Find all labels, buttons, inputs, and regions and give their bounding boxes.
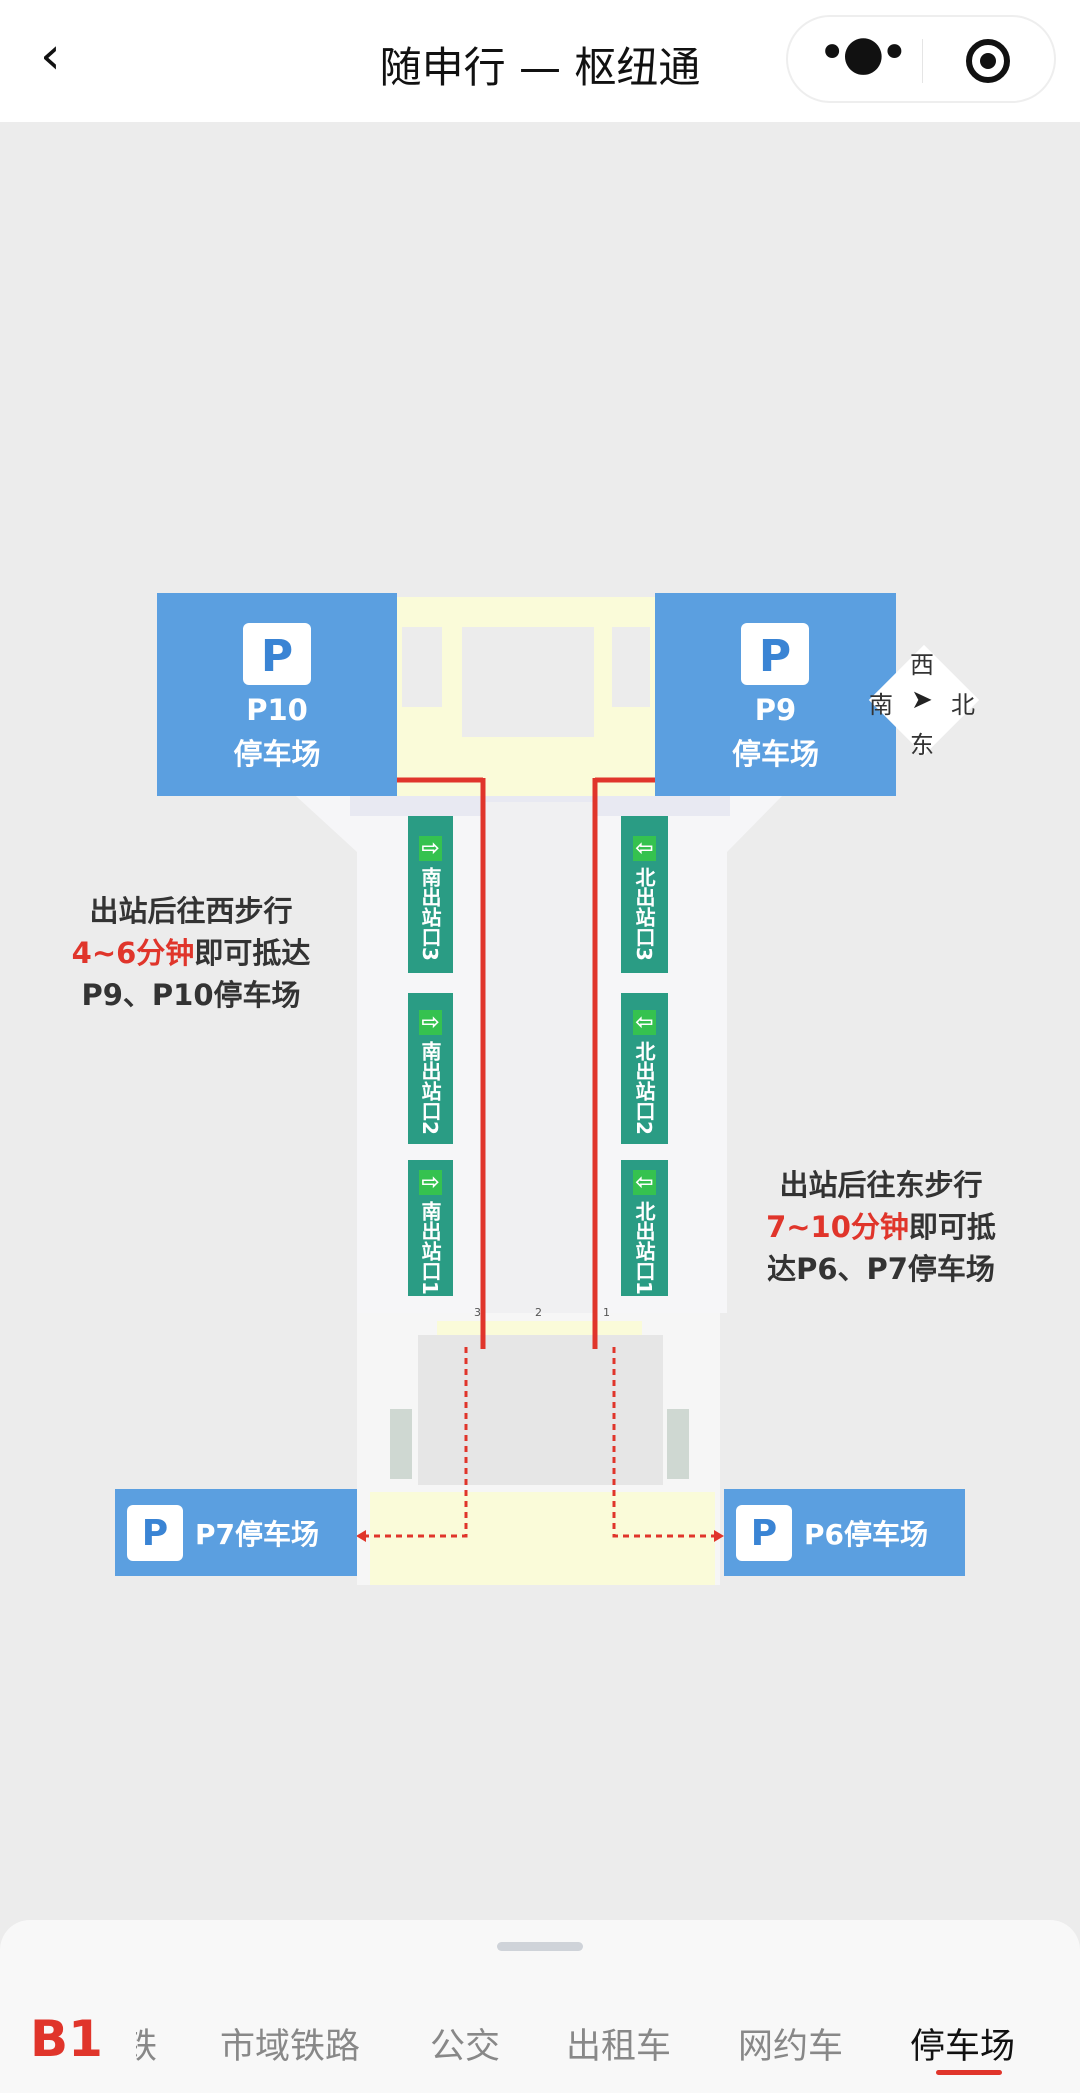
parking-icon: P	[741, 623, 809, 685]
parking-label: 停车场	[233, 737, 321, 771]
station-map: P P10 停车场 P P9 停车场 西 南 北 东 ➤ ⇨南出站口3 ⇨南出站…	[0, 122, 1080, 1922]
floor-badge[interactable]: B1	[30, 2010, 103, 2068]
parking-p9[interactable]: P P9 停车场	[655, 593, 896, 796]
exit-label: 南出站口1	[418, 1200, 442, 1295]
tab-city-rail[interactable]: 市域铁路	[220, 2027, 361, 2067]
parking-code: P9	[754, 693, 797, 727]
compass-arrow-icon: ➤	[911, 685, 933, 715]
compass-west: 西	[910, 651, 934, 679]
central-hall	[484, 802, 594, 1317]
back-button[interactable]: ‹	[40, 26, 61, 86]
tab-parking[interactable]: 停车场	[910, 2027, 1016, 2067]
page-title: 随申行 — 枢纽通	[379, 43, 701, 92]
nav-header: ‹ 随申行 — 枢纽通 •●•	[0, 0, 1080, 122]
exit-icon: ⇦	[633, 1169, 656, 1195]
exit-icon: ⇨	[419, 1169, 442, 1195]
compass-north: 北	[951, 691, 975, 719]
parking-icon: P	[736, 1505, 792, 1561]
parking-label: P6停车场	[804, 1518, 929, 1551]
note-text: 出站后往东步行	[779, 1168, 983, 1202]
gate-label: 2	[535, 1306, 542, 1319]
bottom-sheet: B1 铁 市域铁路 公交 出租车 网约车 停车场	[0, 1920, 1080, 2093]
gate-label: 1	[603, 1306, 610, 1319]
compass: 西 南 北 东 ➤	[868, 644, 980, 759]
mini-program-capsule: •●•	[786, 15, 1056, 103]
parking-icon: P	[127, 1505, 183, 1561]
exit-icon: ⇦	[633, 1010, 656, 1036]
exit-sign[interactable]: ⇦ 北出站口3	[621, 816, 668, 973]
exit-label: 北出站口1	[632, 1200, 656, 1295]
exit-sign[interactable]: ⇦ 北出站口1	[621, 1160, 668, 1296]
east-walk-note: 出站后往东步行 7~10分钟即可抵达P6、P7停车场	[756, 1164, 1006, 1290]
map-floorplan	[296, 597, 782, 1585]
parking-label: P7停车场	[195, 1518, 320, 1551]
exit-sign[interactable]: ⇨ 南出站口2	[408, 993, 453, 1144]
exit-label: 南出站口3	[418, 867, 442, 961]
route-to-p7	[362, 1347, 468, 1538]
parking-label: 停车场	[731, 737, 819, 771]
note-text: 即可抵达P9、P10停车场	[81, 936, 311, 1012]
compass-east: 东	[910, 731, 934, 759]
tab-ride-hailing[interactable]: 网约车	[738, 2027, 844, 2067]
note-text: 出站后往西步行	[89, 894, 293, 928]
target-icon[interactable]	[966, 39, 1010, 83]
parking-p7[interactable]: P P7停车场	[115, 1489, 357, 1576]
exit-sign[interactable]: ⇦ 北出站口2	[621, 993, 668, 1144]
compass-south: 南	[869, 691, 893, 719]
exit-label: 北出站口2	[632, 1041, 656, 1135]
drag-handle[interactable]	[497, 1942, 583, 1951]
exit-sign[interactable]: ⇨ 南出站口3	[408, 816, 453, 973]
note-time: 7~10分钟	[766, 1210, 909, 1244]
exit-icon: ⇦	[633, 836, 656, 862]
more-dots-icon[interactable]: •●•	[818, 25, 908, 81]
exit-icon: ⇨	[419, 1010, 442, 1036]
tab-taxi[interactable]: 出租车	[566, 2027, 672, 2067]
top-room	[462, 627, 594, 737]
note-time: 4~6分钟	[71, 936, 195, 970]
parking-icon: P	[243, 623, 311, 685]
west-walk-note: 出站后往西步行 4~6分钟即可抵达P9、P10停车场	[66, 890, 316, 1016]
active-tab-indicator	[936, 2070, 1002, 2075]
route-to-p6	[612, 1347, 718, 1538]
exit-label: 北出站口3	[632, 867, 656, 961]
tab-rail[interactable]: 铁	[122, 2027, 158, 2067]
exit-icon: ⇨	[419, 836, 442, 862]
note-text: 即可抵达P6、P7停车场	[767, 1210, 996, 1286]
gate-label: 3	[474, 1306, 481, 1319]
bottom-corridor	[370, 1492, 715, 1585]
exit-label: 南出站口2	[418, 1041, 442, 1135]
parking-code: P10	[246, 693, 308, 727]
parking-p6[interactable]: P P6停车场	[724, 1489, 965, 1576]
exit-sign[interactable]: ⇨ 南出站口1	[408, 1160, 453, 1296]
parking-p10[interactable]: P P10 停车场	[157, 593, 397, 796]
tab-bus[interactable]: 公交	[430, 2027, 501, 2067]
capsule-divider	[922, 39, 923, 83]
